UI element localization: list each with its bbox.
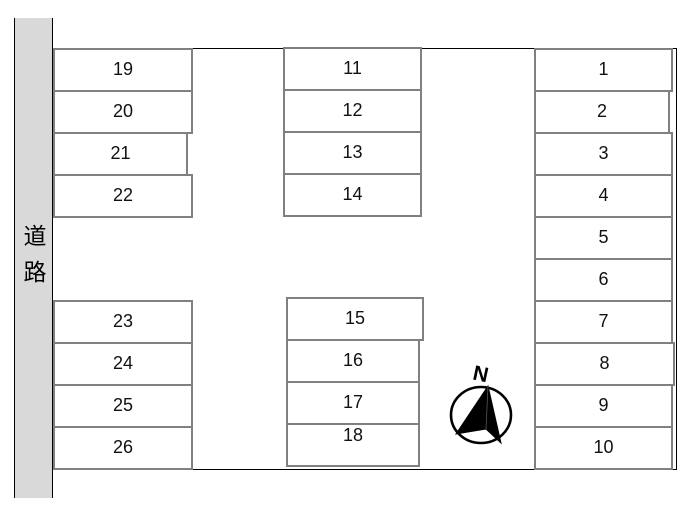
spot-number: 13 <box>342 142 363 163</box>
parking-spot-20: 20 <box>53 90 193 134</box>
spot-number: 23 <box>112 311 134 332</box>
parking-spot-1: 1 <box>534 48 673 92</box>
spot-number: 22 <box>112 185 134 206</box>
parking-spot-8: 8 <box>534 342 675 386</box>
road-label: 道路 <box>20 224 45 296</box>
spot-number: 10 <box>593 437 614 458</box>
compass-north-arrow: N <box>445 362 517 446</box>
road-bar <box>14 18 53 498</box>
spot-number: 11 <box>343 58 362 79</box>
spot-number: 6 <box>598 269 609 290</box>
spot-number: 3 <box>598 143 609 164</box>
spot-number: 26 <box>112 437 134 458</box>
parking-group-left-top: 19 20 21 22 <box>53 48 193 218</box>
parking-spot-3: 3 <box>534 132 673 176</box>
parking-spot-21: 21 <box>53 132 188 176</box>
spot-number: 14 <box>342 184 363 205</box>
parking-spot-13: 13 <box>283 131 422 175</box>
spot-number: 17 <box>342 392 364 413</box>
parking-spot-2: 2 <box>534 90 670 134</box>
spot-number: 2 <box>596 101 607 122</box>
parking-spot-7: 7 <box>534 300 673 344</box>
parking-spot-4: 4 <box>534 174 673 218</box>
parking-group-left-bottom: 23 24 25 26 <box>53 300 193 470</box>
spot-number: 21 <box>110 143 131 164</box>
spot-number: 20 <box>112 101 134 122</box>
parking-spot-10: 10 <box>534 426 673 470</box>
parking-group-right: 1 2 3 4 5 6 7 8 9 10 <box>534 48 675 470</box>
parking-spot-22: 22 <box>53 174 193 218</box>
parking-spot-25: 25 <box>53 384 193 428</box>
parking-spot-23: 23 <box>53 300 193 344</box>
spot-number: 4 <box>598 185 609 206</box>
spot-number: 9 <box>598 395 609 416</box>
spot-number: 7 <box>598 311 609 332</box>
spot-number: 15 <box>344 308 366 329</box>
spot-number: 16 <box>342 350 364 371</box>
parking-spot-24: 24 <box>53 342 193 386</box>
spot-number: 1 <box>598 59 609 80</box>
parking-spot-14: 14 <box>283 173 422 217</box>
parking-group-middle-bottom: 15 16 17 18 <box>286 297 424 467</box>
spot-number: 24 <box>112 353 134 374</box>
parking-spot-26: 26 <box>53 426 193 470</box>
spot-number: 5 <box>598 227 609 248</box>
spot-number: 19 <box>112 59 134 80</box>
parking-spot-6: 6 <box>534 258 673 302</box>
parking-spot-16: 16 <box>286 339 420 383</box>
parking-spot-5: 5 <box>534 216 673 260</box>
spot-number: 8 <box>599 353 610 374</box>
parking-spot-17: 17 <box>286 381 420 425</box>
spot-number: 12 <box>342 100 363 121</box>
parking-spot-19: 19 <box>53 48 193 92</box>
spot-number: 25 <box>112 395 134 416</box>
parking-group-middle-top: 11 12 13 14 <box>283 47 422 217</box>
spot-number: 18 <box>342 425 364 445</box>
parking-spot-9: 9 <box>534 384 673 428</box>
parking-spot-15: 15 <box>286 297 424 341</box>
parking-spot-12: 12 <box>283 89 422 133</box>
parking-spot-11: 11 <box>283 47 422 91</box>
parking-spot-18: 18 <box>286 423 420 467</box>
north-arrow-icon <box>449 384 513 445</box>
